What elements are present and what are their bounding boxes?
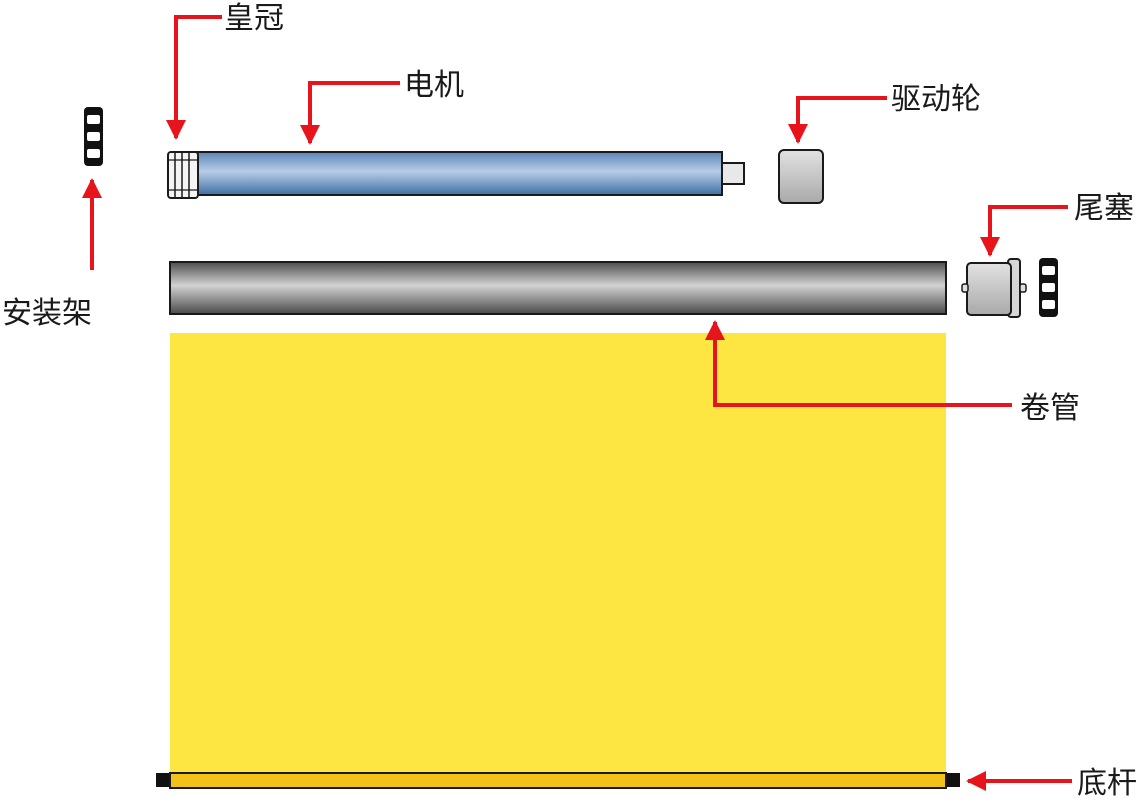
bracket-label: 安装架 (2, 296, 92, 331)
roller-tube-arrow (705, 320, 1012, 407)
drive-wheel-label: 驱动轮 (891, 82, 981, 117)
roller-tube-label: 卷管 (1020, 391, 1080, 426)
motor-label: 电机 (404, 68, 464, 103)
drive-wheel-part (778, 149, 824, 204)
roller-tube (169, 261, 947, 315)
drive-wheel-arrow (788, 96, 887, 144)
end-plug-label: 尾塞 (1074, 191, 1134, 226)
crown-label: 皇冠 (224, 1, 284, 36)
fabric-panel (170, 333, 946, 773)
crown-arrow (166, 15, 222, 140)
bracket-left (84, 107, 103, 166)
bottom-bar (156, 772, 960, 789)
bracket-right (1039, 258, 1058, 317)
motor (195, 151, 745, 196)
crown-part (167, 151, 199, 199)
end-plug-part (961, 258, 1027, 318)
bottom-bar-label: 底杆 (1077, 766, 1137, 799)
motor-arrow (300, 81, 400, 145)
end-plug-arrow (980, 205, 1068, 257)
